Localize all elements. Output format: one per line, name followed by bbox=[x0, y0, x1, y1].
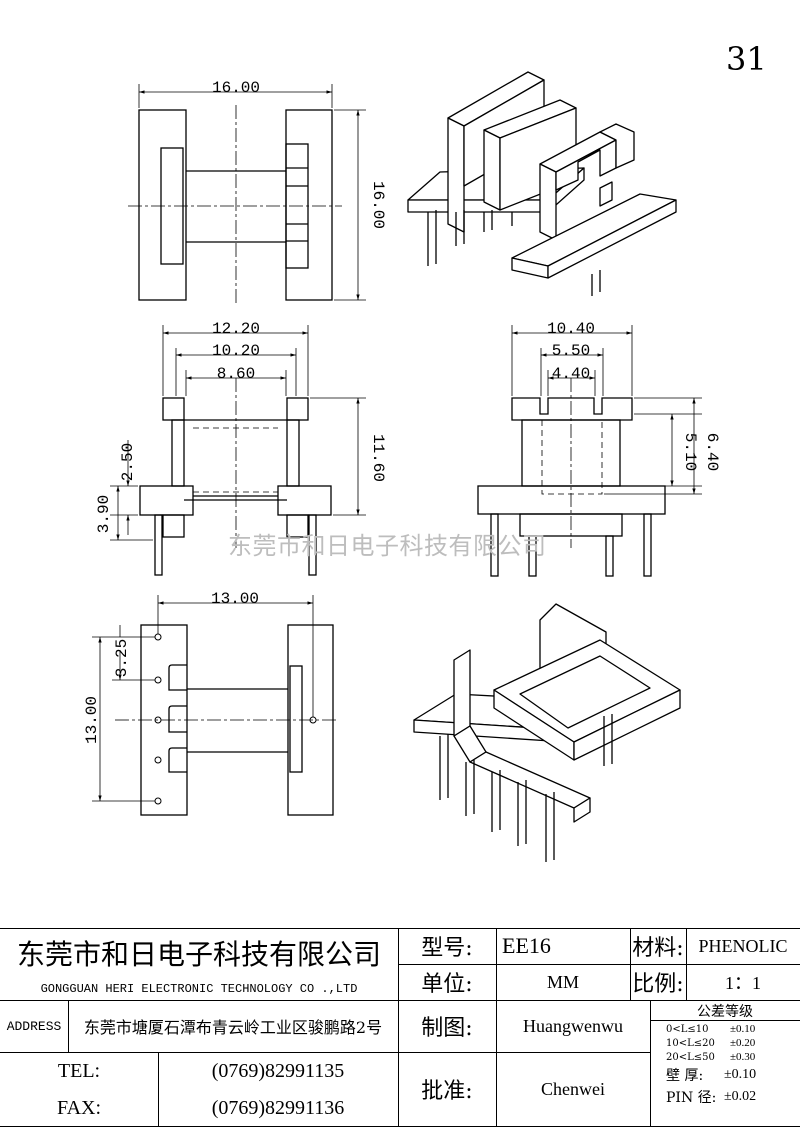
dim-bottom-height: 13.00 bbox=[83, 696, 101, 744]
dim-front-outer: 12.20 bbox=[212, 320, 260, 338]
dim-side-h1: 5.10 bbox=[681, 433, 699, 471]
dim-side-h2: 6.40 bbox=[703, 433, 721, 471]
material-label: 材料: bbox=[632, 936, 684, 961]
tolerance-list: 0<L≤10 ±0.10 10<L≤20 ±0.20 20<L≤50 ±0.30… bbox=[652, 1022, 798, 1124]
watermark: 东莞市和日电子科技有限公司 bbox=[228, 532, 547, 560]
isometric-view-lower bbox=[413, 603, 681, 862]
tolerance-range: 壁 厚: bbox=[666, 1068, 704, 1084]
engineering-drawing: 16.00 16.00 bbox=[83, 71, 721, 862]
drawn-by-label: 制图: bbox=[421, 1016, 473, 1041]
drawn-by-value: Huangwenwu bbox=[523, 1015, 623, 1036]
scale-value: 1：1 bbox=[725, 973, 761, 993]
fax-value: (0769)82991136 bbox=[211, 1096, 345, 1119]
scale-label: 比例: bbox=[632, 972, 684, 997]
company-name-cn: 东莞市和日电子科技有限公司 bbox=[16, 938, 381, 971]
tolerance-title: 公差等级 bbox=[697, 1003, 753, 1020]
title-block: 东莞市和日电子科技有限公司 GONGGUAN HERI ELECTRONIC T… bbox=[0, 928, 800, 1128]
isometric-view-upper bbox=[407, 71, 677, 296]
page-number: 31 bbox=[726, 40, 767, 78]
tolerance-value: ±0.10 bbox=[724, 1067, 757, 1082]
dim-front-mid: 10.20 bbox=[212, 342, 260, 360]
tolerance-value: ±0.10 bbox=[730, 1023, 756, 1035]
unit-label: 单位: bbox=[421, 972, 473, 997]
dim-bottom-width: 13.00 bbox=[211, 590, 259, 608]
dim-front-flange: 2.50 bbox=[119, 443, 137, 481]
tolerance-value: ±0.30 bbox=[730, 1051, 756, 1063]
front-view bbox=[110, 325, 366, 576]
tolerance-value: ±0.20 bbox=[730, 1037, 756, 1049]
model-value: EE16 bbox=[502, 933, 551, 958]
tel-value: (0769)82991135 bbox=[211, 1059, 345, 1082]
fax-label: FAX: bbox=[56, 1096, 102, 1119]
tel-label: TEL: bbox=[57, 1059, 101, 1082]
approved-by-value: Chenwei bbox=[541, 1078, 605, 1099]
address-value: 东莞市塘厦石潭布青云岭工业区骏鹏路2号 bbox=[83, 1018, 383, 1037]
top-view bbox=[128, 84, 366, 305]
side-view bbox=[477, 325, 702, 577]
dim-side-width: 10.40 bbox=[547, 320, 595, 338]
dim-front-inner: 8.60 bbox=[217, 365, 255, 383]
unit-value: MM bbox=[546, 971, 579, 992]
tolerance-range: 0<L≤10 bbox=[666, 1023, 709, 1035]
material-value: PHENOLIC bbox=[698, 935, 788, 956]
dim-top-width: 16.00 bbox=[212, 79, 260, 97]
dim-top-height: 16.00 bbox=[369, 181, 387, 229]
dim-side-slot: 4.40 bbox=[552, 365, 590, 383]
dim-side-mid: 5.50 bbox=[552, 342, 590, 360]
company-name-en: GONGGUAN HERI ELECTRONIC TECHNOLOGY CO .… bbox=[40, 982, 358, 996]
tolerance-range: PIN 径: bbox=[666, 1090, 717, 1106]
address-label: ADDRESS bbox=[6, 1018, 62, 1034]
tolerance-value: ±0.02 bbox=[724, 1089, 757, 1104]
bottom-view bbox=[92, 595, 338, 816]
tolerance-range: 20<L≤50 bbox=[666, 1051, 715, 1063]
model-label: 型号: bbox=[421, 936, 473, 961]
dim-front-base: 3.90 bbox=[95, 495, 113, 533]
dim-bottom-pitch: 3.25 bbox=[113, 639, 131, 677]
tolerance-range: 10<L≤20 bbox=[666, 1037, 715, 1049]
approved-by-label: 批准: bbox=[421, 1079, 473, 1104]
dim-front-height: 11.60 bbox=[369, 434, 387, 482]
